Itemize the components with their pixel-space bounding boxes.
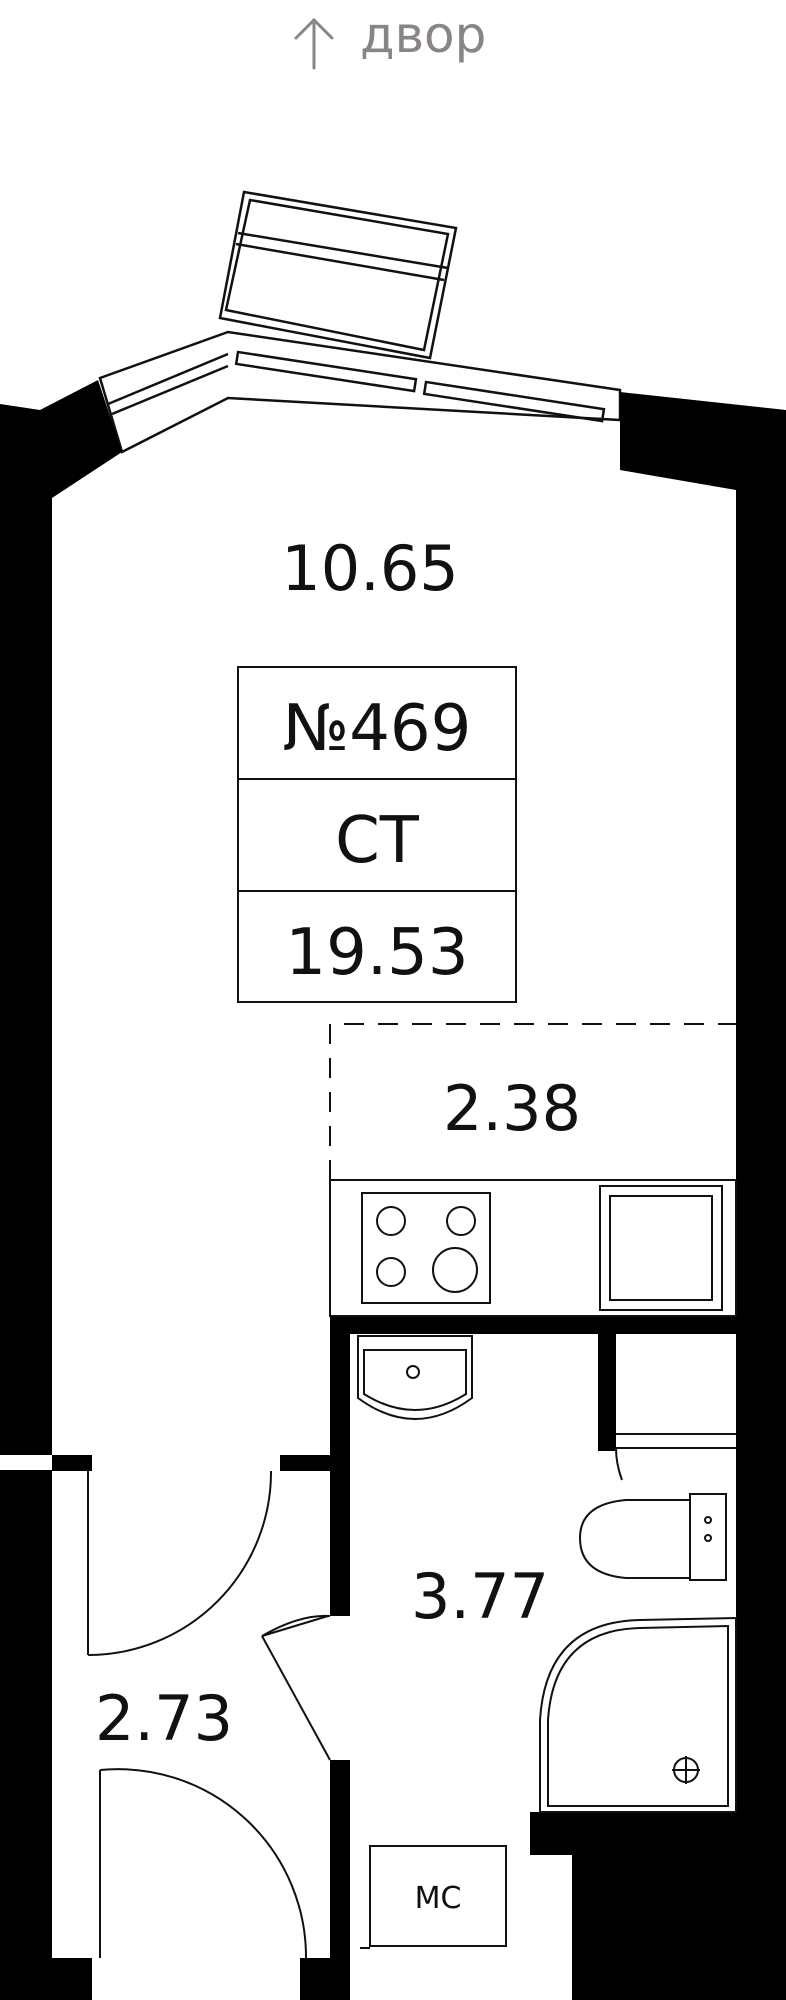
bathroom-fixtures [357, 1335, 737, 1949]
bay-window [98, 190, 622, 454]
bottom-mid-stub [300, 1958, 330, 2000]
utility-cabinet-icon [360, 1845, 507, 1949]
living-room-area: 10.65 [281, 532, 459, 605]
orientation-label: двор [360, 6, 486, 64]
bathroom-inner-wall [598, 1316, 616, 1451]
left-outer-wall-lower [0, 1470, 52, 2000]
bathroom-left-wall [330, 1316, 350, 1616]
bathroom-area: 3.77 [411, 1560, 549, 1633]
entry-door-upper [87, 1470, 273, 1656]
hall-wall-stub-right [280, 1455, 330, 1471]
entry-door-lower [99, 1768, 308, 1959]
kitchen-zone [329, 1023, 737, 1317]
bottom-right-wall [530, 1812, 786, 2000]
shower-tray-icon [539, 1616, 737, 1813]
hall-wall-stub-left [52, 1455, 92, 1471]
bathroom-top-wall [330, 1316, 736, 1334]
walls [0, 380, 786, 2000]
utility-cabinet-label: МС [415, 1881, 462, 1916]
washbasin-icon [357, 1335, 473, 1420]
kitchen-area: 2.38 [443, 1072, 581, 1145]
toilet-icon [578, 1493, 727, 1581]
bathroom-left-wall-lower [330, 1760, 350, 2000]
right-outer-wall [620, 392, 786, 1825]
apartment-type: СТ [335, 804, 420, 878]
washing-machine-icon [615, 1433, 736, 1481]
doors [87, 1470, 331, 1959]
apartment-total-area: 19.53 [285, 916, 468, 990]
apartment-number: №469 [283, 692, 472, 766]
cooktop-icon [361, 1192, 491, 1304]
sink-cabinet-icon [599, 1185, 723, 1311]
left-outer-wall [0, 380, 122, 1455]
arrow-up-icon [294, 17, 334, 70]
apartment-info-box: №469 СТ 19.53 [237, 666, 517, 1003]
bathroom-door [261, 1614, 331, 1761]
hallway-area: 2.73 [95, 1682, 233, 1755]
orientation-marker: двор [294, 6, 486, 70]
bottom-left-stub [52, 1958, 92, 2000]
